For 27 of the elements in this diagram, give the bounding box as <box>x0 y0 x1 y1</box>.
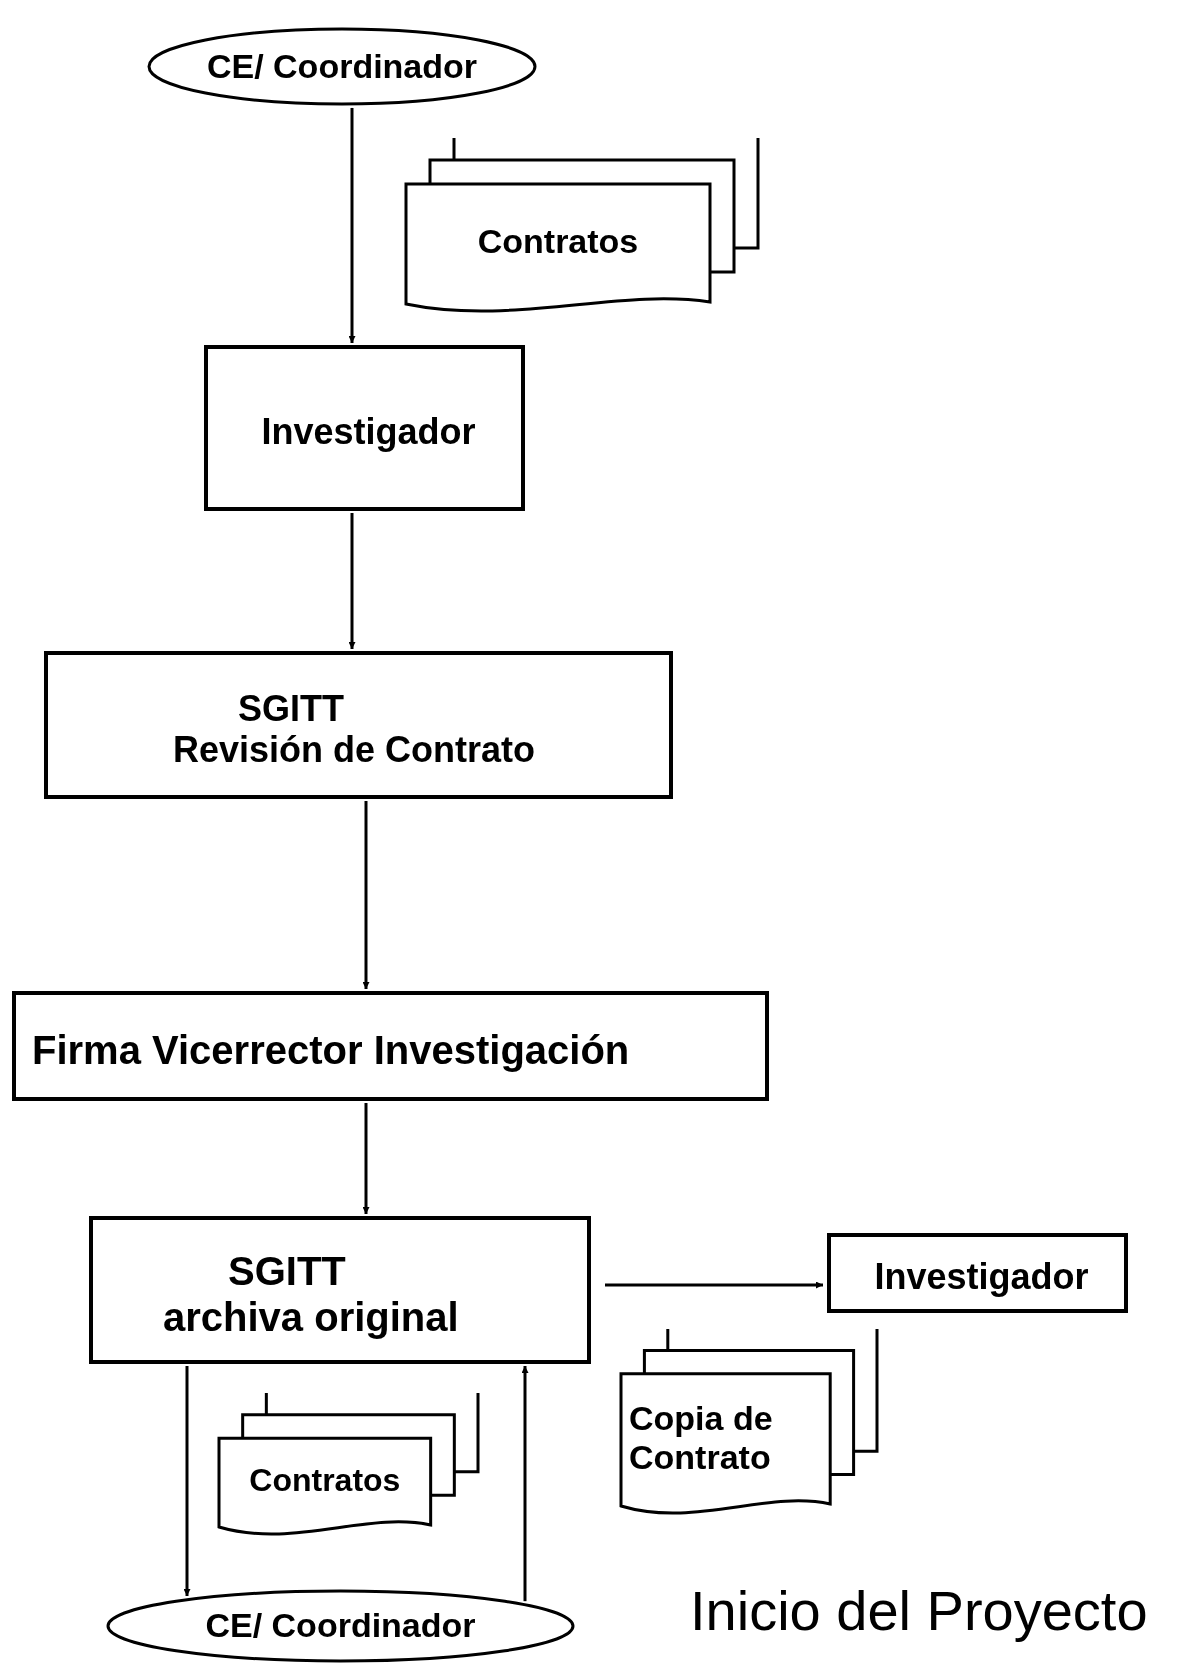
node-label: CE/ Coordinador <box>205 1606 476 1646</box>
terminator-ellipse <box>147 27 537 106</box>
arrow <box>348 513 356 649</box>
terminator-ellipse <box>106 1589 575 1663</box>
node-heading: SGITT <box>238 687 344 729</box>
process-box <box>204 345 525 511</box>
arrow <box>605 1281 823 1289</box>
arrow <box>362 801 370 989</box>
node-label: Investigador <box>874 1256 1089 1298</box>
process-box <box>89 1216 591 1364</box>
node-label: Copia de Contrato <box>629 1398 774 1477</box>
node-label: Contratos <box>477 222 639 262</box>
arrow <box>348 107 356 343</box>
process-box <box>827 1233 1128 1313</box>
node-label: Revisión de Contrato <box>173 729 536 771</box>
arrow <box>183 1366 191 1597</box>
node-label: Investigador <box>261 411 476 453</box>
arrow <box>362 1103 370 1214</box>
process-box <box>12 991 769 1101</box>
node-label: Firma Vicerrector Investigación <box>32 1027 630 1073</box>
node-label: archiva original <box>163 1294 459 1340</box>
process-box <box>44 651 673 799</box>
node-heading: SGITT <box>228 1248 346 1294</box>
node-label: Contratos <box>249 1462 401 1500</box>
node-label: CE/ Coordinador <box>206 46 478 87</box>
diagram-caption: Inicio del Proyecto <box>690 1578 1148 1643</box>
arrow <box>521 1366 529 1602</box>
